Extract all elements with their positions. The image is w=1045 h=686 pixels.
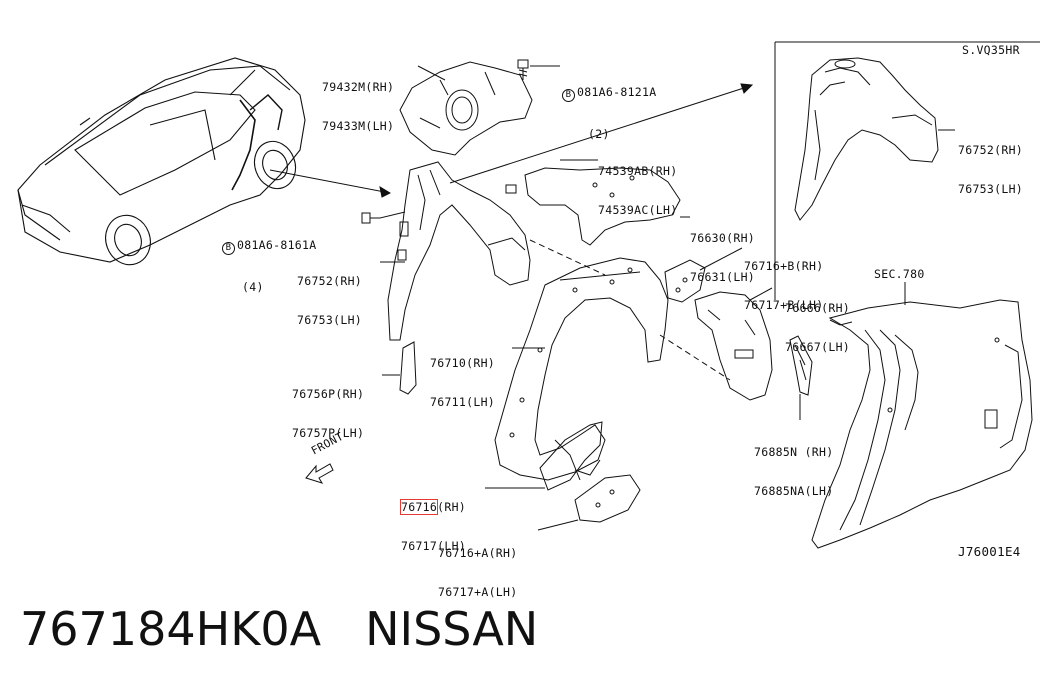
label-gusset: 76666(RH) 76667(LH): [785, 301, 851, 354]
label-reinforce: 76756P(RH) 76757P(LH): [292, 387, 365, 440]
front-arrow: [305, 463, 334, 484]
label-lower-patch: 76716(RH) 76717(LH): [399, 499, 467, 553]
inner-wheelhouse-drawing: [387, 161, 531, 341]
label-inner-wheelhouse: 76752(RH) 76753(LH): [297, 274, 363, 327]
pointer-arrows: [269, 83, 754, 198]
diagram-drawing: [17, 41, 1040, 549]
extension-drawing: [505, 167, 681, 246]
label-extension: 74539AB(RH) 74539AC(LH): [598, 164, 678, 217]
gusset-drawing: [694, 291, 773, 401]
lower-patch-drawing: [539, 421, 603, 491]
seal-drawing: [789, 335, 813, 396]
patch-a-drawing: [574, 474, 641, 523]
label-patch-a: 76716+A(RH) 76717+A(LH): [438, 546, 518, 599]
inset-part-drawing: [794, 57, 939, 221]
outer-wheelhouse-drawing: [494, 257, 669, 481]
sec-reference: SEC.780: [874, 267, 925, 281]
dash-line: [529, 239, 731, 381]
label-bracket: 79432M(RH) 79433M(LH): [322, 80, 395, 133]
section-label: S.VQ35HR: [962, 43, 1020, 57]
bracket-drawing: [399, 61, 533, 156]
highlighted-part-number: 76716: [399, 499, 439, 515]
inset-frame: [774, 41, 1040, 300]
caption: 767184HK0A NISSAN: [20, 598, 1020, 668]
label-inset-part: 76752(RH) 76753(LH): [958, 143, 1024, 196]
part-number: 767184HK0A: [20, 602, 322, 656]
label-outer-wheelhouse: 76710(RH) 76711(LH): [430, 356, 496, 409]
label-panel-rear: 76630(RH) 76631(LH): [690, 231, 756, 284]
bolt-b-circle: B: [222, 242, 235, 255]
label-seal: 76885N (RH) 76885NA(LH): [754, 445, 834, 498]
reinforce-drawing: [399, 341, 417, 395]
bolt-left: [361, 211, 406, 224]
bolt-top: [517, 59, 560, 80]
diagram-code: J76001E4: [958, 544, 1021, 559]
quarter-panel-drawing: [811, 299, 1033, 549]
bolt-b-circle: B: [562, 89, 575, 102]
car-illustration: [17, 57, 306, 266]
brand-name: NISSAN: [365, 602, 539, 656]
label-patch-b: 76716+B(RH) 76717+B(LH): [744, 259, 824, 312]
patch-b-drawing: [664, 259, 706, 303]
